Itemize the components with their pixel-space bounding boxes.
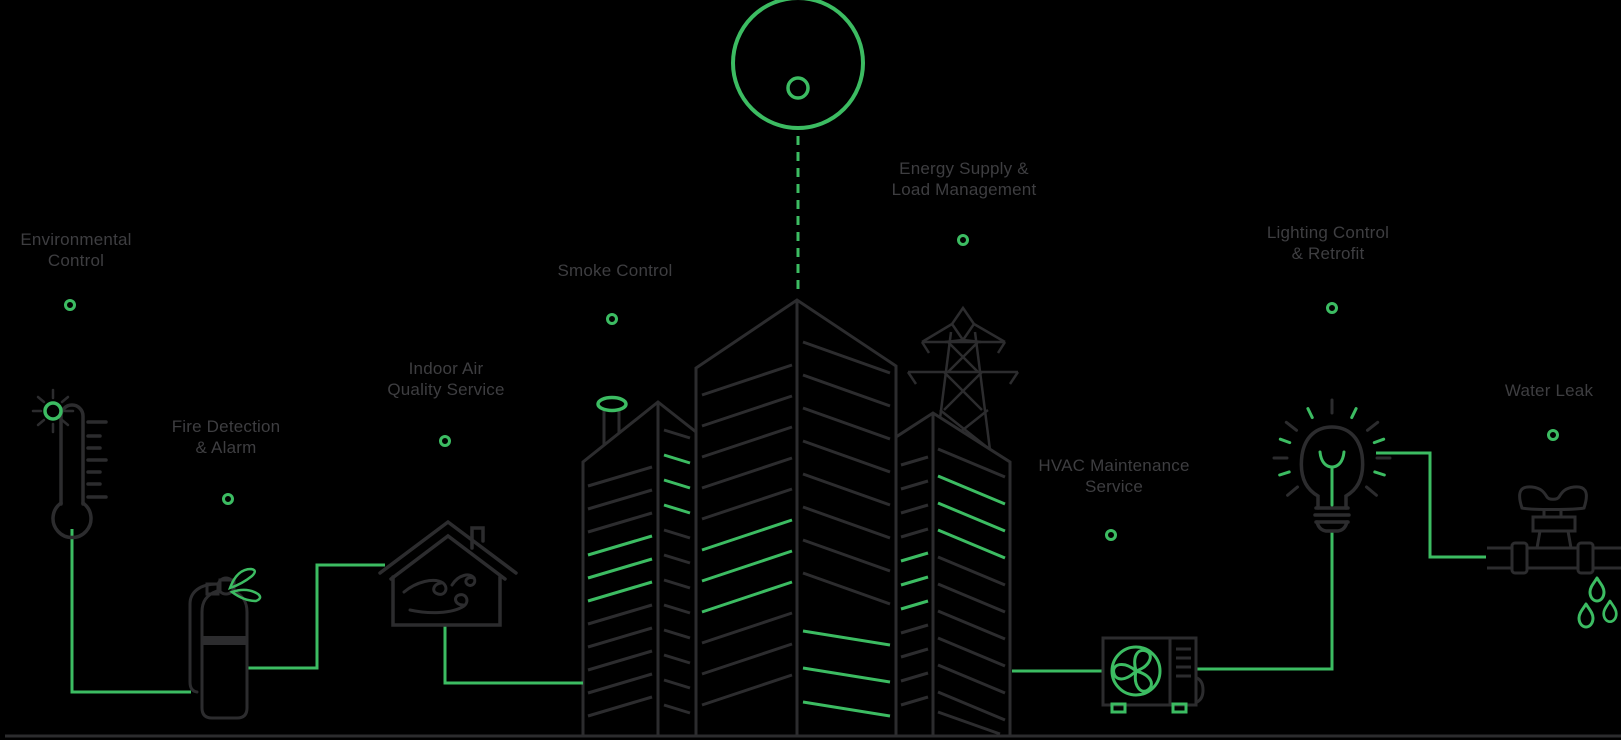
building-center [694,298,898,738]
water-drops [1577,576,1618,629]
lightbulb-icon [1272,398,1392,533]
pipe [1487,546,1621,570]
hose [188,582,219,694]
fire-extinguisher-icon [188,567,262,720]
label-line: Lighting Control [1266,223,1390,242]
label-smoke-control: Smoke Control [557,261,672,282]
label-water-leak: Water Leak [1505,381,1593,402]
building-left-floors [587,428,691,718]
thermometer-sun-icon [31,388,108,540]
label-line: HVAC Maintenance [1038,456,1190,475]
label-line: Control [47,250,105,270]
label-line: & Retrofit [1291,243,1365,263]
indicator-dot-energy-supply-load-management [957,234,969,246]
label-line: Energy Supply & [899,159,1029,178]
label-line: Indoor Air [408,359,484,378]
bulb-rays [1272,398,1392,497]
indicator-dot-water-leak [1547,429,1559,441]
chimney-cap [596,395,628,413]
valve-handle [1518,485,1588,511]
indicator-dot-fire-detection-alarm [222,493,234,505]
water-valve-drops-icon [1487,485,1621,629]
extinguisher-band [202,636,247,645]
sun-rays [31,388,75,434]
indicator-dot-indoor-air-quality-service [439,435,451,447]
label-line: Service [1084,476,1144,496]
label-line: Quality Service [387,379,505,399]
green-connector-wire [70,451,1486,694]
hvac-outdoor-unit-icon [1101,636,1205,714]
building-right-floors-active [900,474,1006,611]
fan-blades [1112,648,1153,693]
label-fire-detection-alarm: Fire Detection& Alarm [172,417,281,458]
label-line: Load Management [891,179,1037,199]
label-line: Environmental [20,230,132,249]
label-line: Fire Detection [171,417,281,436]
label-line: Smoke Control [557,261,673,280]
label-line: & Alarm [195,437,257,457]
building-center-floors-active [701,518,891,718]
thermometer-ticks [86,420,108,499]
sun-core [43,401,63,421]
building-center-floors [701,340,891,707]
extinguisher-lever [227,567,262,603]
filament [1318,450,1346,507]
indicator-dot-environmental-control [64,299,76,311]
indicator-dot-smoke-control [606,313,618,325]
label-line: Water Leak [1504,381,1594,400]
building-right-floors [900,447,1006,736]
power-tower-icon [906,305,1020,451]
sun-icon [731,0,865,292]
label-lighting-control-retrofit: Lighting Control& Retrofit [1267,223,1389,264]
indicator-dot-lighting-control-retrofit [1326,302,1338,314]
label-energy-supply-load-management: Energy Supply &Load Management [892,159,1037,200]
indicator-dot-hvac-maintenance-service [1105,529,1117,541]
building-right [894,411,1012,738]
vent-slats [1176,647,1191,678]
skyline-buildings [581,298,1012,738]
unit-feet [1110,702,1188,714]
building-left-floors-active [587,453,691,603]
house-airflow-icon [378,519,518,627]
chimney-pipe [602,410,621,446]
fan-ring [1110,645,1162,697]
airflow-swirls [402,573,477,615]
